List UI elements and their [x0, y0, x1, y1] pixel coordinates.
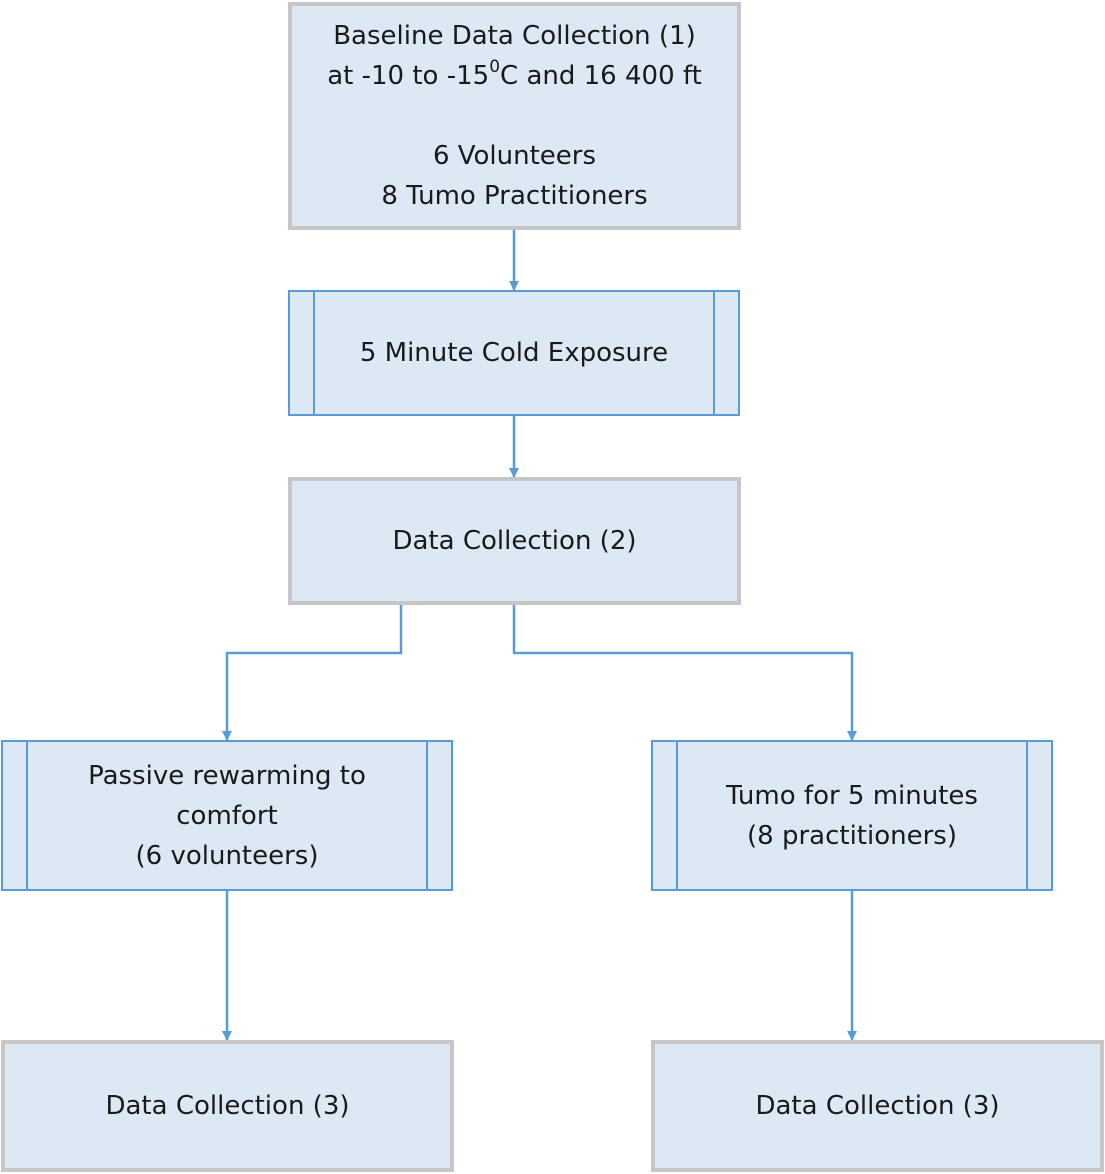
subprocess-bar-right [426, 742, 428, 889]
subprocess-bar-right [1026, 742, 1028, 889]
data-collection-3-right-label: Data Collection (3) [755, 1091, 1000, 1121]
subprocess-bar-left [313, 292, 315, 414]
tumo-box: Tumo for 5 minutes (8 practitioners) [651, 740, 1053, 891]
subprocess-bar-right [713, 292, 715, 414]
passive-rewarming-box: Passive rewarming to comfort (6 voluntee… [1, 740, 453, 891]
arrow-dc2-to-passive [222, 603, 403, 741]
passive-rewarming-line2: comfort [176, 800, 278, 831]
baseline-volunteers: 6 Volunteers [432, 141, 597, 171]
baseline-practitioners: 8 Tumo Practitioners [381, 181, 648, 211]
baseline-data-collection-box: Baseline Data Collection (1) at -10 to -… [288, 2, 741, 230]
cold-exposure-box: 5 Minute Cold Exposure [288, 290, 740, 416]
data-collection-2-label: Data Collection (2) [392, 526, 637, 556]
subprocess-bar-left [676, 742, 678, 889]
baseline-title: Baseline Data Collection (1) [333, 21, 696, 51]
data-collection-3-left-box: Data Collection (3) [1, 1040, 454, 1172]
arrow-dc2-to-tumo [512, 603, 857, 741]
tumo-line2: (8 practitioners) [747, 820, 957, 851]
baseline-temp-range: at -10 to -15 [327, 61, 490, 91]
cold-exposure-label: 5 Minute Cold Exposure [359, 338, 669, 368]
data-collection-2-box: Data Collection (2) [288, 477, 741, 605]
data-collection-3-left-label: Data Collection (3) [105, 1091, 350, 1121]
passive-rewarming-line1: Passive rewarming to [88, 760, 366, 791]
passive-rewarming-line3: (6 volunteers) [135, 840, 319, 871]
baseline-conditions: at -10 to -150C and 16 400 ft [327, 56, 702, 96]
data-collection-3-right-box: Data Collection (3) [651, 1040, 1104, 1172]
degree-superscript: 0 [489, 57, 501, 77]
subprocess-bar-left [26, 742, 28, 889]
baseline-unit-altitude: C and 16 400 ft [500, 61, 702, 91]
tumo-line1: Tumo for 5 minutes [726, 780, 978, 811]
